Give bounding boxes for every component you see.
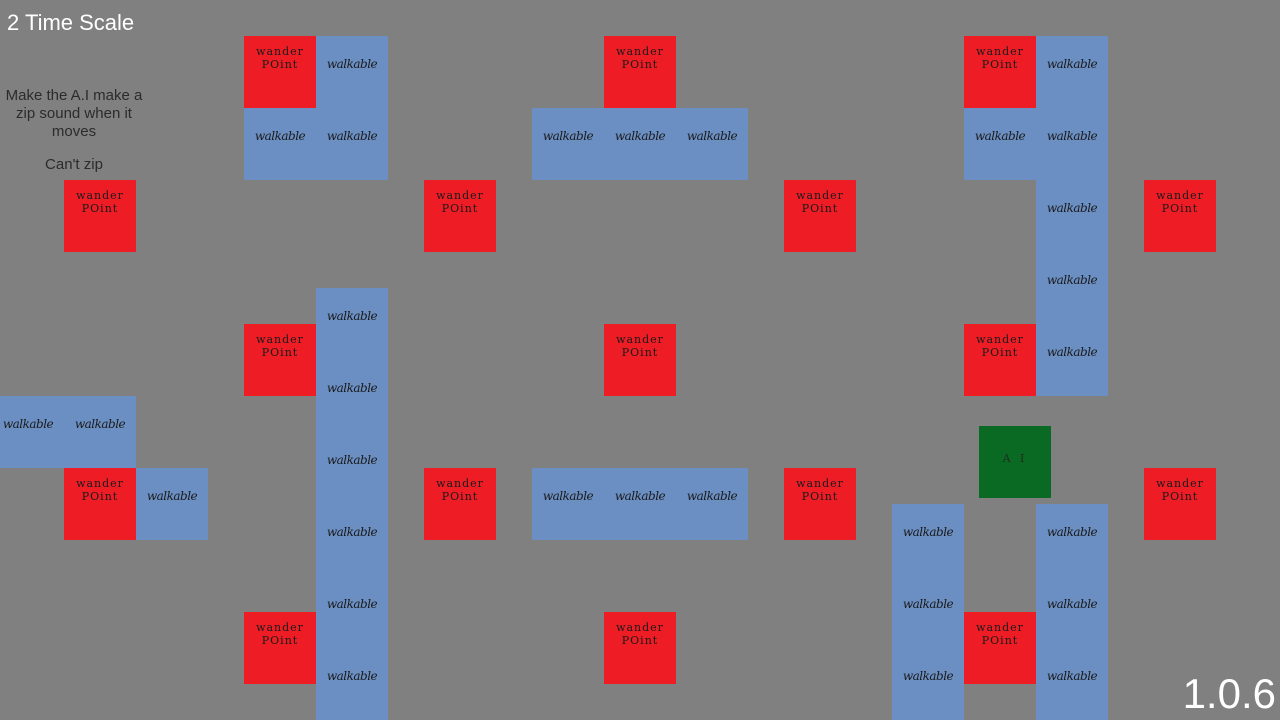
walkable-tile: walkable	[64, 396, 136, 468]
walkable-tile: walkable	[964, 108, 1036, 180]
walkable-tile: walkable	[316, 432, 388, 504]
wander-point-tile: wander POint	[964, 612, 1036, 684]
walkable-tile: walkable	[1036, 504, 1108, 576]
walkable-tile: walkable	[1036, 36, 1108, 108]
walkable-tile: walkable	[532, 108, 604, 180]
walkable-tile: walkable	[136, 468, 208, 540]
wander-point-tile: wander POint	[604, 324, 676, 396]
walkable-tile: walkable	[316, 360, 388, 432]
wander-point-tile: wander POint	[964, 324, 1036, 396]
wander-point-tile: wander POint	[784, 180, 856, 252]
walkable-tile: walkable	[892, 648, 964, 720]
walkable-tile: walkable	[532, 468, 604, 540]
wander-point-tile: wander POint	[1144, 468, 1216, 540]
walkable-tile: walkable	[1036, 252, 1108, 324]
walkable-tile: walkable	[316, 288, 388, 360]
walkable-tile: walkable	[1036, 576, 1108, 648]
version-label: 1.0.6	[1182, 670, 1276, 717]
walkable-tile: walkable	[316, 36, 388, 108]
walkable-tile: walkable	[604, 108, 676, 180]
wander-point-tile: wander POint	[244, 612, 316, 684]
walkable-tile: walkable	[1036, 180, 1108, 252]
wander-point-tile: wander POint	[244, 36, 316, 108]
wander-point-tile: wander POint	[1144, 180, 1216, 252]
ai-agent: A I	[979, 426, 1051, 498]
wander-point-tile: wander POint	[604, 36, 676, 108]
wander-point-tile: wander POint	[604, 612, 676, 684]
walkable-tile: walkable	[604, 468, 676, 540]
walkable-tile: walkable	[676, 468, 748, 540]
walkable-tile: walkable	[1036, 108, 1108, 180]
walkable-tile: walkable	[892, 576, 964, 648]
walkable-tile: walkable	[1036, 324, 1108, 396]
walkable-tile: walkable	[316, 504, 388, 576]
dev-note-status: Can't zip	[45, 156, 103, 173]
wander-point-tile: wander POint	[964, 36, 1036, 108]
walkable-tile: walkable	[0, 396, 64, 468]
wander-point-tile: wander POint	[64, 468, 136, 540]
time-scale-label: 2 Time Scale	[7, 10, 135, 35]
walkable-tile: walkable	[676, 108, 748, 180]
dev-note: Make the A.I make a zip sound when it mo…	[5, 87, 143, 140]
walkable-tile: walkable	[1036, 648, 1108, 720]
walkable-tile: walkable	[316, 648, 388, 720]
walkable-tile: walkable	[244, 108, 316, 180]
wander-point-tile: wander POint	[64, 180, 136, 252]
wander-point-tile: wander POint	[784, 468, 856, 540]
wander-point-tile: wander POint	[424, 180, 496, 252]
wander-point-tile: wander POint	[424, 468, 496, 540]
walkable-tile: walkable	[892, 504, 964, 576]
wander-point-tile: wander POint	[244, 324, 316, 396]
walkable-tile: walkable	[316, 108, 388, 180]
walkable-tile: walkable	[316, 576, 388, 648]
